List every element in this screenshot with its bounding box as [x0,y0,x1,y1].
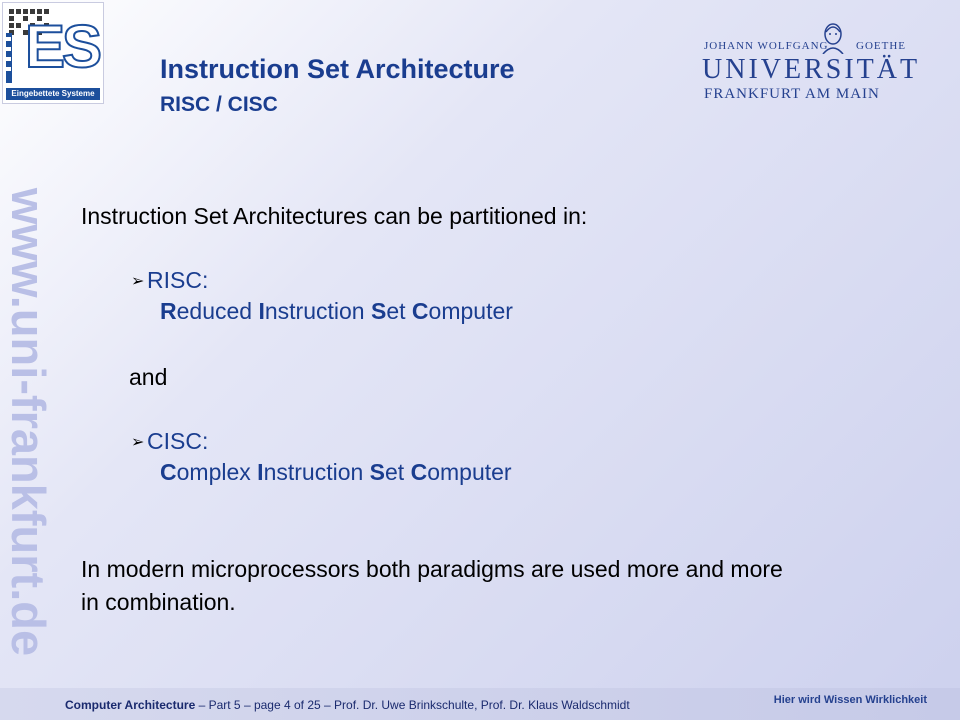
es-logo-letters: ES [24,12,103,81]
risc-initial: R [160,298,177,324]
risc-initial: C [411,298,429,324]
conclusion-line-1: In modern microprocessors both paradigms… [81,556,783,582]
connector-text: and [129,364,168,390]
cisc-initial: C [160,459,177,485]
risc-word: et [386,298,406,324]
goethe-portrait-icon [822,23,844,54]
cisc-initial: S [369,459,386,485]
cisc-expansion: Complex Instruction Set Computer [160,459,512,486]
cisc-word: et [385,459,405,485]
arrow-bullet-icon: ➢ [131,434,145,451]
cisc-bullet: ➢CISC: [131,428,208,455]
arrow-bullet-icon: ➢ [131,273,145,290]
university-name-left: JOHANN WOLFGANG [704,40,829,52]
slide-footer: Computer Architecture – Part 5 – page 4 … [0,688,960,720]
footer-tagline: Hier wird Wissen Wirklichkeit [773,694,927,706]
risc-word: omputer [428,298,513,324]
risc-expansion: Reduced Instruction Set Computer [160,298,513,325]
risc-initial: I [258,298,265,324]
footer-details: – Part 5 – page 4 of 25 – Prof. Dr. Uwe … [195,698,630,712]
cisc-label: CISC: [147,428,209,454]
university-name-right: GOETHE [856,40,906,52]
cisc-initial: I [257,459,264,485]
footer-credits: Computer Architecture – Part 5 – page 4 … [65,698,630,712]
risc-word: educed [176,298,253,324]
es-logo-graphic [6,9,49,83]
conclusion-line-2: in combination. [81,589,236,615]
es-logo-caption: Eingebettete Systeme [6,88,100,100]
es-logo: ES Eingebettete Systeme [2,2,104,104]
url-watermark: www.uni-frankfurt.de [2,187,55,657]
cisc-word: nstruction [263,459,364,485]
risc-word: nstruction [264,298,365,324]
risc-label: RISC: [147,267,209,293]
university-name-top: JOHANN WOLFGANG GOETHE [704,40,905,52]
slide-title: Instruction Set Architecture [160,54,515,84]
cisc-initial: C [410,459,428,485]
cisc-word: omplex [176,459,251,485]
risc-initial: S [370,298,387,324]
intro-text: Instruction Set Architectures can be par… [81,203,588,229]
slide-subtitle: RISC / CISC [160,93,278,116]
university-name-main: UNIVERSITÄT [702,54,921,85]
risc-bullet: ➢RISC: [131,267,208,294]
university-name-sub: FRANKFURT AM MAIN [704,86,880,102]
university-logo: JOHANN WOLFGANG GOETHE UNIVERSITÄT FRANK… [700,20,917,104]
footer-course: Computer Architecture [65,698,196,712]
cisc-word: omputer [427,459,512,485]
